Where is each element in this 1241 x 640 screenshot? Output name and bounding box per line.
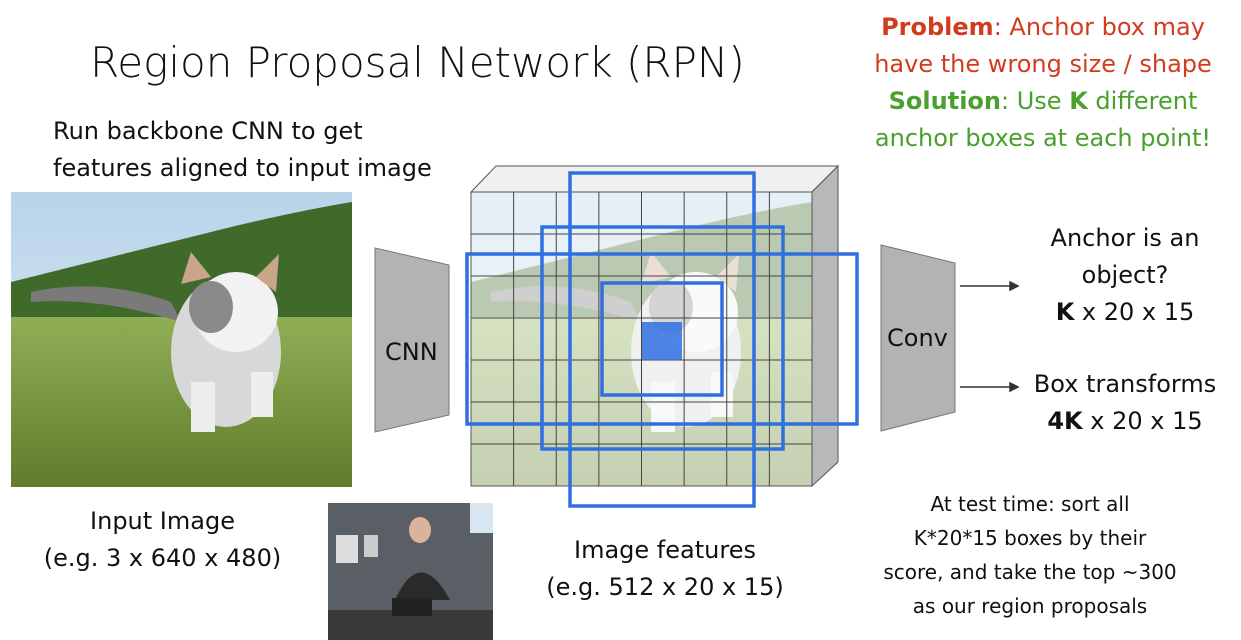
anchor-box-small xyxy=(600,281,724,397)
solution-text: anchor boxes at each point! xyxy=(874,124,1212,152)
image-features-caption: Image features (e.g. 512 x 20 x 15) xyxy=(520,532,810,606)
box-transforms-output: Box transforms 4K x 20 x 15 xyxy=(1010,366,1240,440)
problem-text: have the wrong size / shape xyxy=(874,50,1212,78)
conv-block xyxy=(880,244,956,432)
solution-text: different xyxy=(1087,87,1198,115)
note-line: At test time: sort all xyxy=(930,492,1130,516)
output-k: K xyxy=(1055,298,1075,326)
objectness-output: Anchor is an object? K x 20 x 15 xyxy=(1010,220,1240,331)
input-image-caption: Input Image (e.g. 3 x 640 x 480) xyxy=(20,503,305,577)
backbone-note: Run backbone CNN to get features aligned… xyxy=(53,113,432,187)
note-line: as our region proposals xyxy=(912,594,1148,618)
caption-line: (e.g. 512 x 20 x 15) xyxy=(546,573,784,601)
anchor-box-medium xyxy=(540,225,785,451)
solution-k: K xyxy=(1069,87,1088,115)
caption-line: Image features xyxy=(574,536,756,564)
anchor-boxes xyxy=(465,171,859,508)
anchor-box-wide xyxy=(465,252,859,426)
solution-label: Solution xyxy=(888,87,1001,115)
output-line: Anchor is an xyxy=(1050,224,1200,252)
output-line: object? xyxy=(1081,261,1169,289)
slide-title: Region Proposal Network (RPN) xyxy=(90,38,745,87)
anchor-box-tall xyxy=(568,171,756,508)
output-dims: x 20 x 15 xyxy=(1074,298,1195,326)
problem-text: : Anchor box may xyxy=(993,13,1205,41)
test-time-note: At test time: sort all K*20*15 boxes by … xyxy=(880,487,1180,623)
anchor-center-cell xyxy=(642,322,682,360)
backbone-note-line: features aligned to input image xyxy=(53,154,432,182)
backbone-note-line: Run backbone CNN to get xyxy=(53,117,363,145)
output-arrows xyxy=(960,280,1020,393)
problem-note: Problem: Anchor box may have the wrong s… xyxy=(858,9,1228,83)
lecturer-video-thumbnail xyxy=(328,503,493,640)
cnn-block xyxy=(374,247,450,433)
input-kitten-image xyxy=(11,192,352,487)
cnn-label: CNN xyxy=(385,338,438,366)
problem-label: Problem xyxy=(881,13,994,41)
output-dims: x 20 x 15 xyxy=(1082,407,1203,435)
conv-label: Conv xyxy=(887,324,948,352)
solution-text: : Use xyxy=(1001,87,1070,115)
note-line: K*20*15 boxes by their xyxy=(913,526,1147,550)
output-4k: 4K xyxy=(1047,407,1083,435)
note-line: score, and take the top ~300 xyxy=(883,560,1177,584)
caption-line: (e.g. 3 x 640 x 480) xyxy=(43,544,282,572)
solution-note: Solution: Use K different anchor boxes a… xyxy=(858,83,1228,157)
output-line: Box transforms xyxy=(1033,370,1217,398)
caption-line: Input Image xyxy=(90,507,235,535)
